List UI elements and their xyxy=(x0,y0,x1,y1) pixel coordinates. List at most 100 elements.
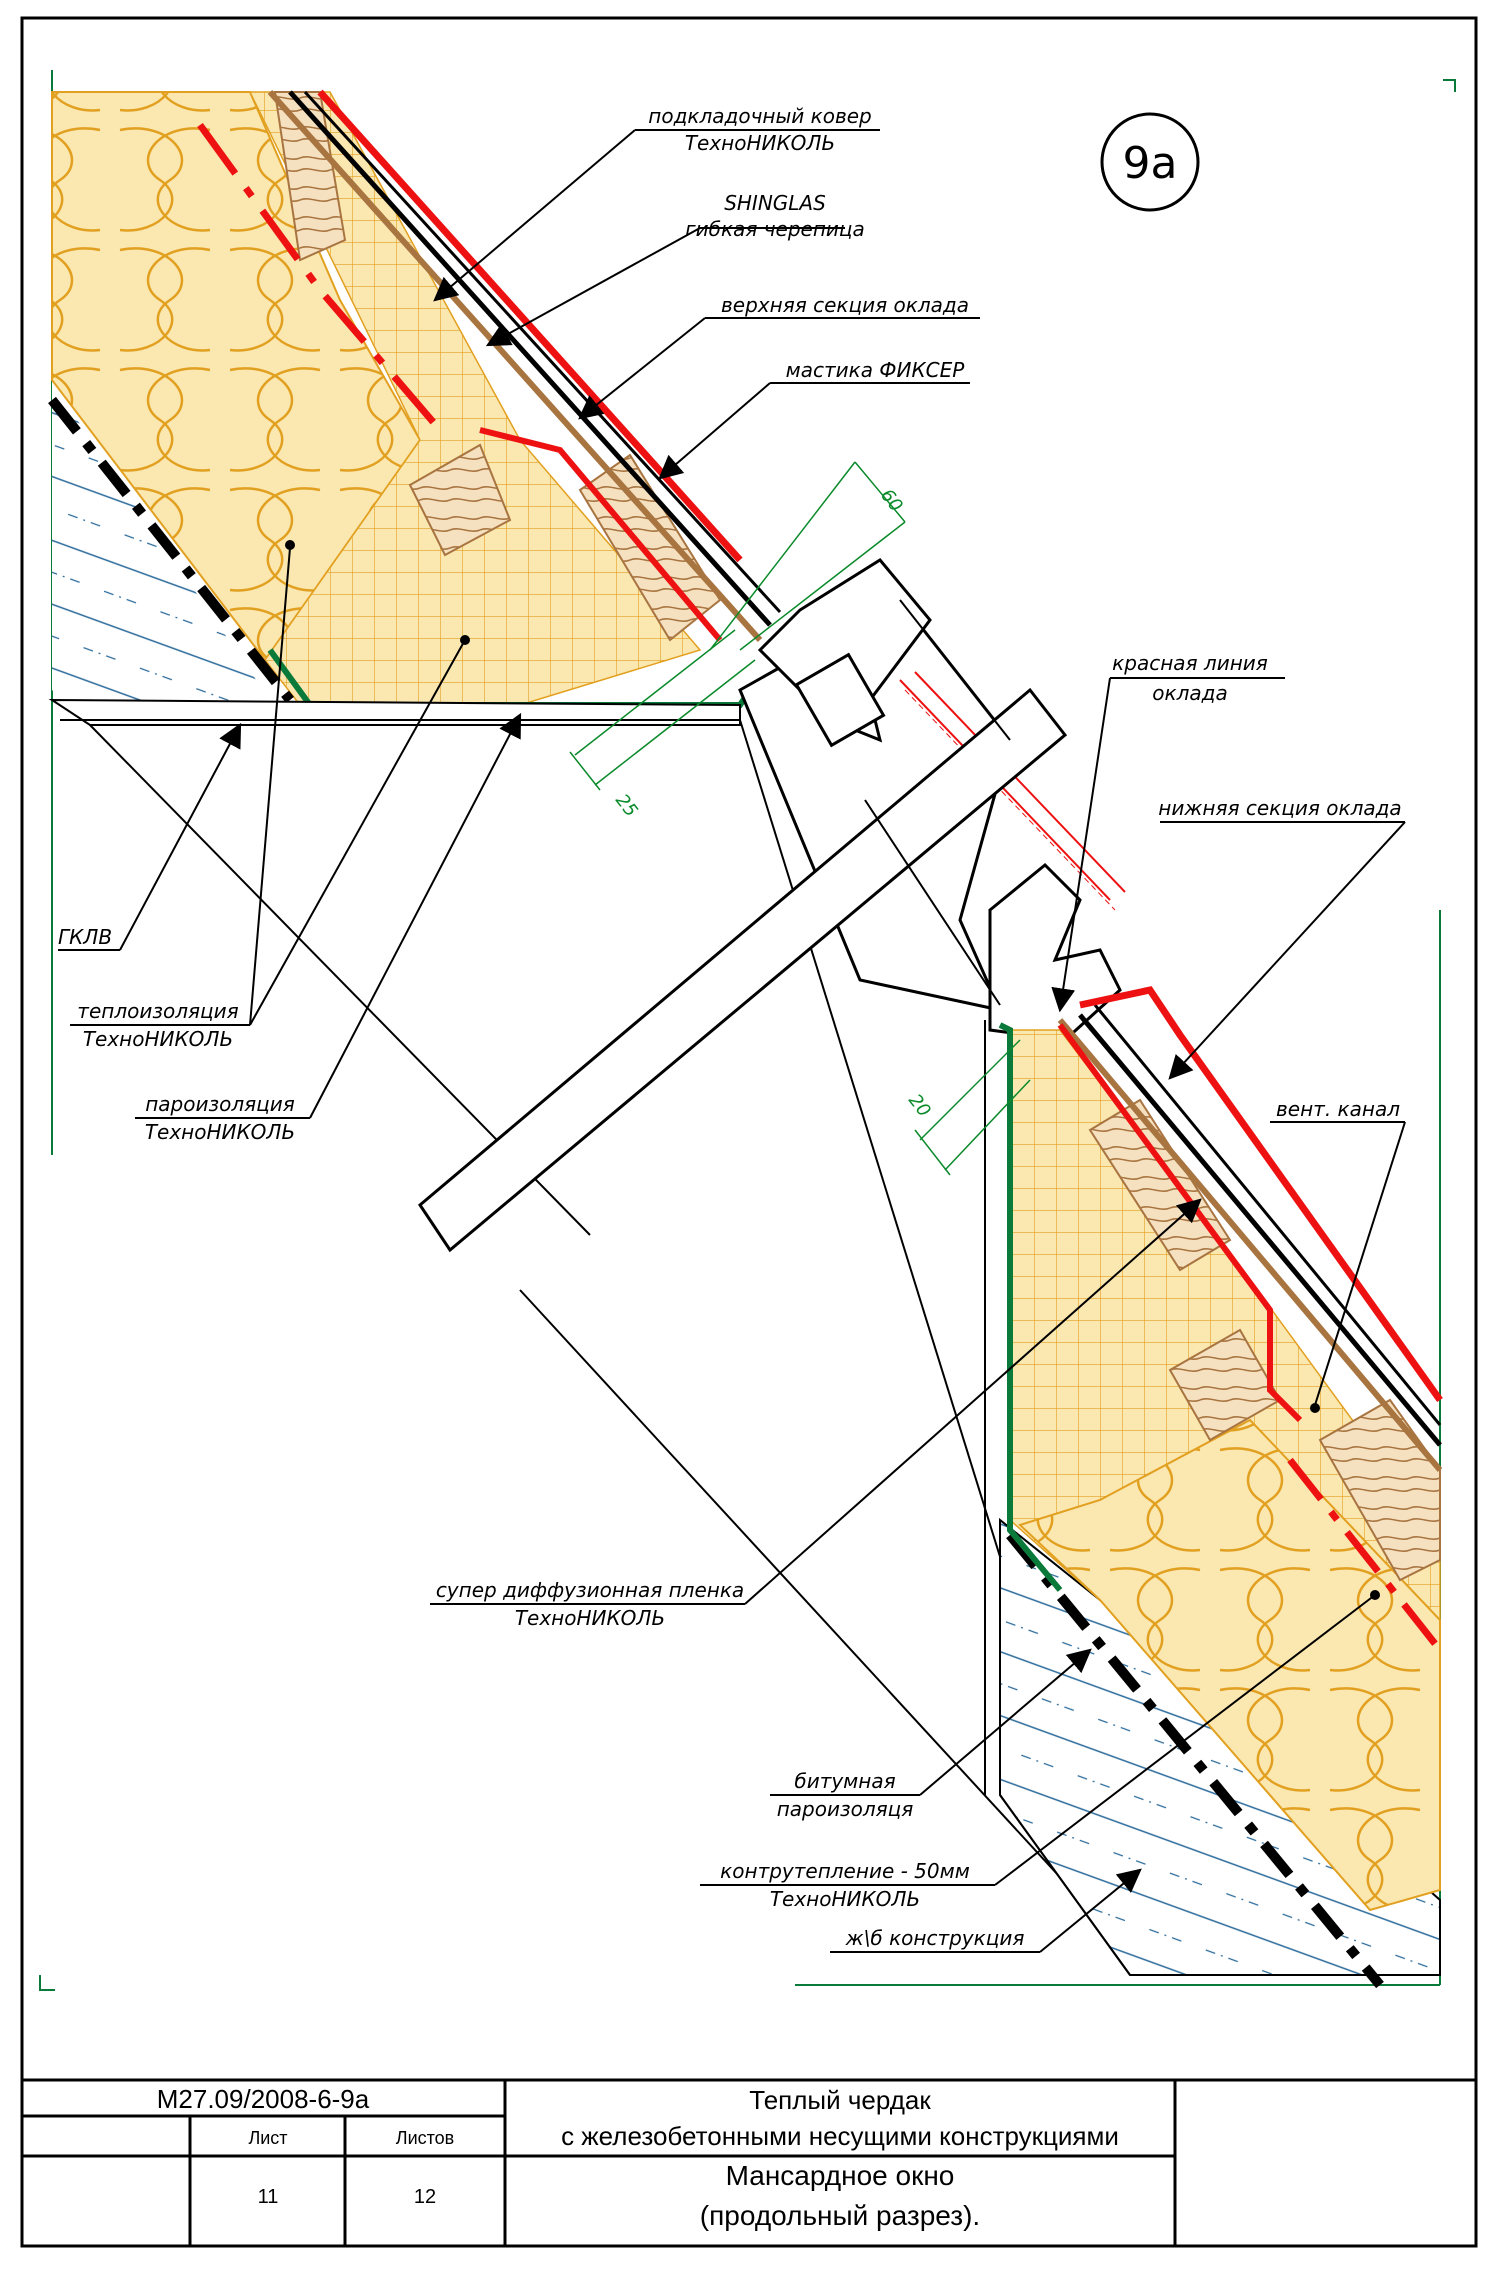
dot xyxy=(1310,1403,1320,1413)
leader-red-line xyxy=(1051,677,1111,1013)
ceiling-slab xyxy=(418,687,1068,1253)
frame-line xyxy=(899,599,1011,741)
window-profile xyxy=(794,652,886,748)
red-flashing-lower xyxy=(1079,986,1443,1403)
reveal-line xyxy=(999,1794,1131,1976)
reveal-line-bottom xyxy=(519,1289,1151,1976)
roof-window xyxy=(60,558,1151,1976)
dim-line xyxy=(594,659,756,786)
leader-shinglas xyxy=(485,227,701,347)
tb-sheets-total: 12 xyxy=(414,2186,436,2208)
leader-vapor xyxy=(309,712,522,1119)
dot xyxy=(285,540,295,550)
label-shinglas-1: SHINGLAS xyxy=(724,191,826,215)
leader-bitumen xyxy=(919,1648,1092,1796)
tb-sheet-label: Лист xyxy=(248,2128,287,2148)
bitumen-membrane-lower xyxy=(1006,1531,1384,1989)
tb-sheet-no: 11 xyxy=(258,2186,279,2208)
shingle-layer xyxy=(1093,1004,1442,1426)
label-counter-1: контрутепление - 50мм xyxy=(720,1859,970,1883)
tb-title-1: Теплый чердак xyxy=(749,2085,931,2115)
membrane-lower xyxy=(998,1022,1063,1592)
glazing xyxy=(914,671,1126,893)
red-flashing-upper xyxy=(317,89,743,563)
corner-mark xyxy=(39,1975,55,1991)
underlay-layer xyxy=(288,90,772,627)
label-bitumen-2: пароизоляця xyxy=(777,1797,914,1821)
dim-line xyxy=(569,751,601,791)
label-underlay-1: подкладочный ковер xyxy=(648,104,871,128)
roof-deck-board xyxy=(267,90,763,642)
leader-membrane xyxy=(744,1198,1202,1605)
label-insulation-2: ТехноНИКОЛЬ xyxy=(83,1027,233,1051)
dim-20: 20 xyxy=(904,1090,935,1121)
leader-gklv xyxy=(119,722,242,951)
label-red-line-1: красная линия xyxy=(1112,651,1268,675)
detail-badge: 9а xyxy=(1123,138,1178,189)
label-membrane-1: супер диффузионная пленка xyxy=(436,1578,744,1602)
dim-line xyxy=(854,461,906,523)
leader-insulation xyxy=(249,639,466,1026)
leader-concrete xyxy=(1039,1868,1142,1953)
bitumen-membrane-upper xyxy=(48,396,294,704)
label-membrane-2: ТехноНИКОЛЬ xyxy=(515,1606,665,1630)
dim-line xyxy=(709,461,856,651)
label-counter-2: ТехноНИКОЛЬ xyxy=(770,1887,920,1911)
outer-frame xyxy=(20,16,1478,2248)
dim-line xyxy=(944,1079,1031,1171)
tb-subtitle-1: Мансардное окно xyxy=(726,2160,955,2191)
label-vapor-2: ТехноНИКОЛЬ xyxy=(145,1120,295,1144)
red-line-upper-2 xyxy=(479,427,723,642)
label-concrete: ж\б конструкция xyxy=(845,1926,1025,1950)
dimensions xyxy=(569,461,1031,1176)
upper-roof-section xyxy=(48,89,782,726)
red-dashed-upper xyxy=(197,122,443,433)
wood-batten xyxy=(578,453,722,642)
lower-roof-section xyxy=(984,986,1443,1989)
label-mastic: мастика ФИКСЕР xyxy=(786,358,966,382)
gklv-board xyxy=(48,698,741,726)
tb-title-2: с железобетонными несущими конструкциями xyxy=(561,2121,1119,2151)
wood-rafter xyxy=(1318,1398,1441,1582)
insulation-lower xyxy=(1018,1418,1441,1912)
label-vent: вент. канал xyxy=(1276,1097,1400,1121)
label-vapor-1: пароизоляция xyxy=(145,1092,295,1116)
tb-sheets-label: Листов xyxy=(396,2128,454,2148)
label-bitumen-1: битумная xyxy=(794,1769,895,1793)
corner-mark xyxy=(1443,79,1456,92)
leader-lower-flashing xyxy=(1168,821,1406,1080)
frame-line xyxy=(864,799,1001,1006)
tb-subtitle-2: (продольный разрез). xyxy=(700,2200,980,2231)
leader-dots xyxy=(285,540,1380,1600)
leader-mastic xyxy=(658,382,771,480)
dot xyxy=(1370,1590,1380,1600)
leader-upper-flashing xyxy=(578,317,706,420)
roof-deck-board xyxy=(1057,1018,1443,1472)
label-lower-flashing: нижняя секция оклада xyxy=(1158,796,1401,820)
dim-25: 25 xyxy=(611,790,642,821)
dim-line xyxy=(574,629,736,756)
label-underlay-2: ТехноНИКОЛЬ xyxy=(685,131,835,155)
title-block xyxy=(22,2078,1476,2246)
dot xyxy=(460,635,470,645)
leader-counter xyxy=(994,1594,1376,1886)
leader-vent xyxy=(1314,1121,1406,1406)
leader-insulation xyxy=(249,547,291,1026)
tb-code: М27.09/2008-6-9а xyxy=(157,2084,370,2114)
dim-line xyxy=(919,1039,1021,1141)
dim-line xyxy=(914,1129,951,1176)
label-insulation-1: теплоизоляция xyxy=(77,999,238,1023)
leader-underlay xyxy=(433,129,636,302)
glazing xyxy=(899,679,1111,901)
dim-line xyxy=(739,521,906,651)
red-dashed-lower xyxy=(1287,1457,1443,1653)
shingle-layer xyxy=(303,90,782,614)
label-red-line-2: оклада xyxy=(1152,681,1227,705)
wood-batten xyxy=(408,443,512,557)
dim-60: 60 xyxy=(876,485,907,516)
red-line-lower xyxy=(1057,1023,1303,1423)
label-gklv: ГКЛВ xyxy=(58,925,112,949)
detail-badge-circle xyxy=(1100,112,1200,212)
